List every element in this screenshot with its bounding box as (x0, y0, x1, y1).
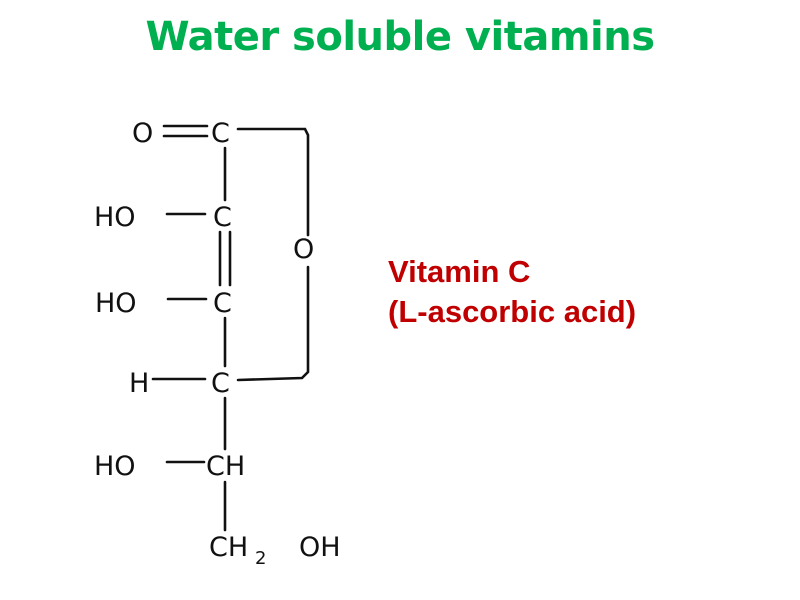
vitamin-c-label: Vitamin C (L-ascorbic acid) (388, 252, 636, 332)
atom-ch2oh-c: CH (209, 532, 248, 563)
bond-c1-ring-o (236, 127, 310, 237)
atom-ho-5: HO (94, 451, 136, 482)
label-chemical-name: (L-ascorbic acid) (388, 294, 637, 329)
label-name: Vitamin C (388, 254, 531, 289)
atom-ring-o: O (293, 234, 314, 265)
atom-ch-5: CH (206, 451, 245, 482)
atom-c4: C (211, 368, 230, 399)
atom-h-4: H (129, 368, 149, 399)
atom-c3: C (213, 288, 232, 319)
atom-ch2oh-subscript: 2 (255, 548, 266, 569)
structural-formula: O C HO C O HO C H C HO CH CH 2 OH (94, 118, 341, 569)
atom-ho-2: HO (94, 202, 136, 233)
atom-o-carbonyl: O (132, 118, 153, 149)
slide-title: Water soluble vitamins (145, 14, 655, 60)
atom-ho-3: HO (95, 288, 137, 319)
atom-c2: C (213, 202, 232, 233)
atom-ch2oh-oh: OH (299, 532, 341, 563)
vitamin-c-structure: O C HO C O HO C H C HO CH CH 2 OH (78, 80, 378, 580)
bond-ring-o-c4 (236, 265, 310, 382)
atom-c1: C (211, 118, 230, 149)
